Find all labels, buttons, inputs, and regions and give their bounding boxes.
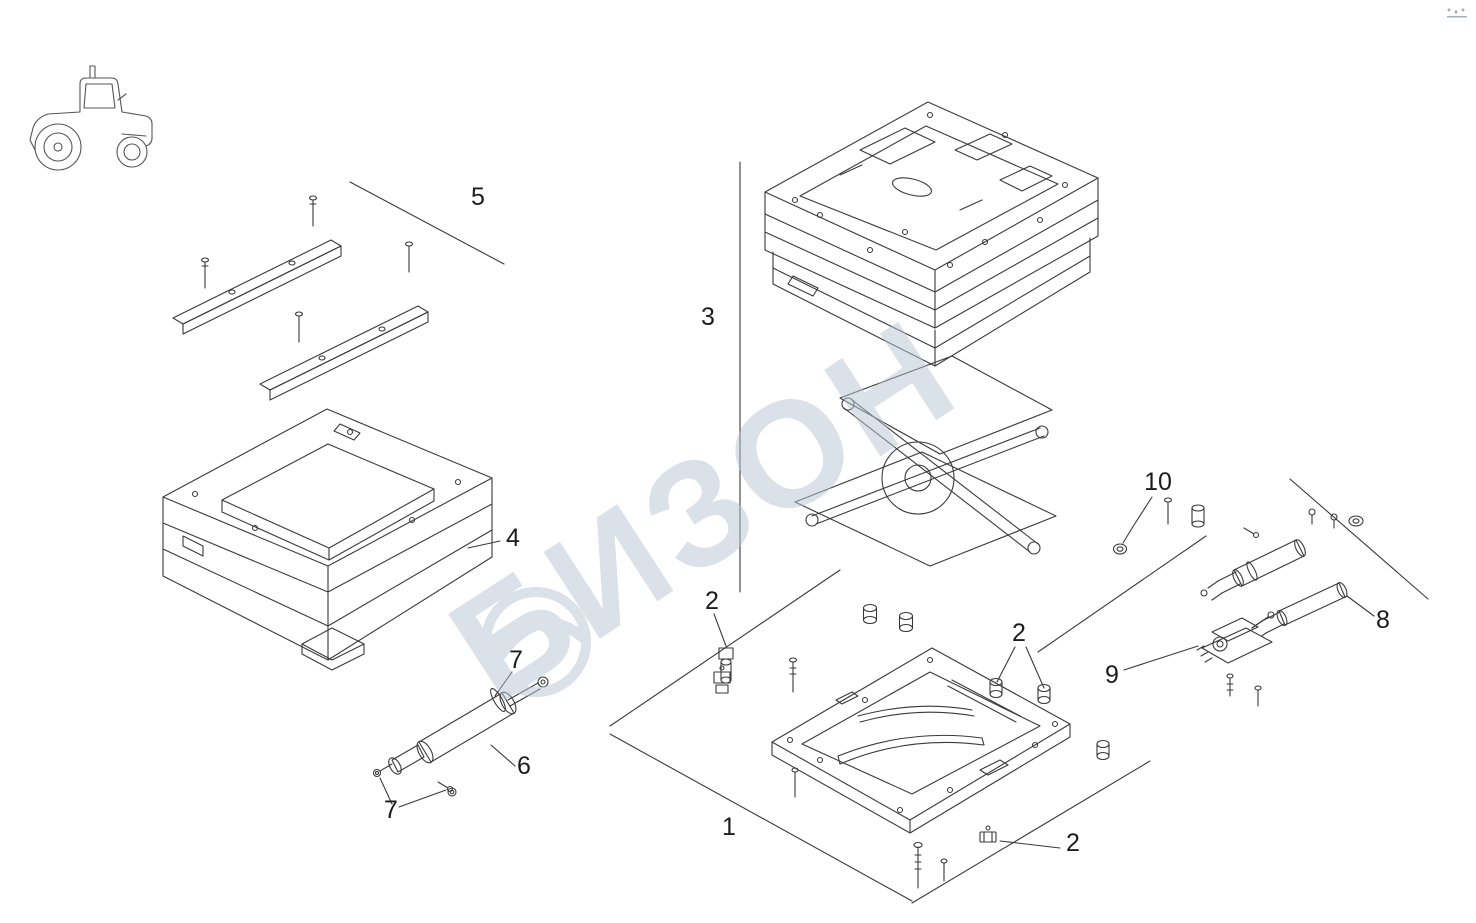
callout-4: 4 bbox=[506, 524, 520, 552]
callout-2-bottom: 2 bbox=[1066, 829, 1080, 857]
callout-2-left: 2 bbox=[705, 587, 719, 615]
part-9-latch-mechanism bbox=[1196, 611, 1275, 707]
callouts: 5 3 10 4 2 8 2 7 9 6 7 1 2 bbox=[384, 183, 1390, 857]
callout-7-upper: 7 bbox=[509, 646, 523, 674]
callout-9: 9 bbox=[1105, 661, 1119, 689]
callout-2-middle: 2 bbox=[1012, 619, 1026, 647]
callout-1: 1 bbox=[722, 813, 736, 841]
part-1-base-frame bbox=[713, 647, 1110, 889]
part-10-fasteners bbox=[1112, 497, 1205, 555]
part-4-bellows bbox=[162, 408, 493, 671]
part-8-gas-springs bbox=[1200, 508, 1364, 641]
callout-8: 8 bbox=[1376, 606, 1390, 634]
part-6-shock-absorber bbox=[372, 676, 549, 797]
part-3-scissor-linkage bbox=[794, 355, 1057, 567]
tractor-icon bbox=[29, 65, 153, 171]
watermark-logo-swoosh bbox=[487, 617, 590, 671]
part-3-seat-assembly bbox=[764, 101, 1099, 367]
part-5-mounting-rails bbox=[172, 195, 429, 401]
callout-5: 5 bbox=[471, 183, 485, 211]
callout-10: 10 bbox=[1144, 468, 1172, 496]
callout-3: 3 bbox=[701, 303, 715, 331]
callout-7-lower: 7 bbox=[384, 796, 398, 824]
leader-lines bbox=[349, 161, 1429, 904]
corner-mark bbox=[1447, 8, 1467, 18]
watermark-logo-ring bbox=[481, 587, 591, 697]
callout-6: 6 bbox=[517, 752, 531, 780]
part-2-bumpers bbox=[718, 603, 1051, 843]
